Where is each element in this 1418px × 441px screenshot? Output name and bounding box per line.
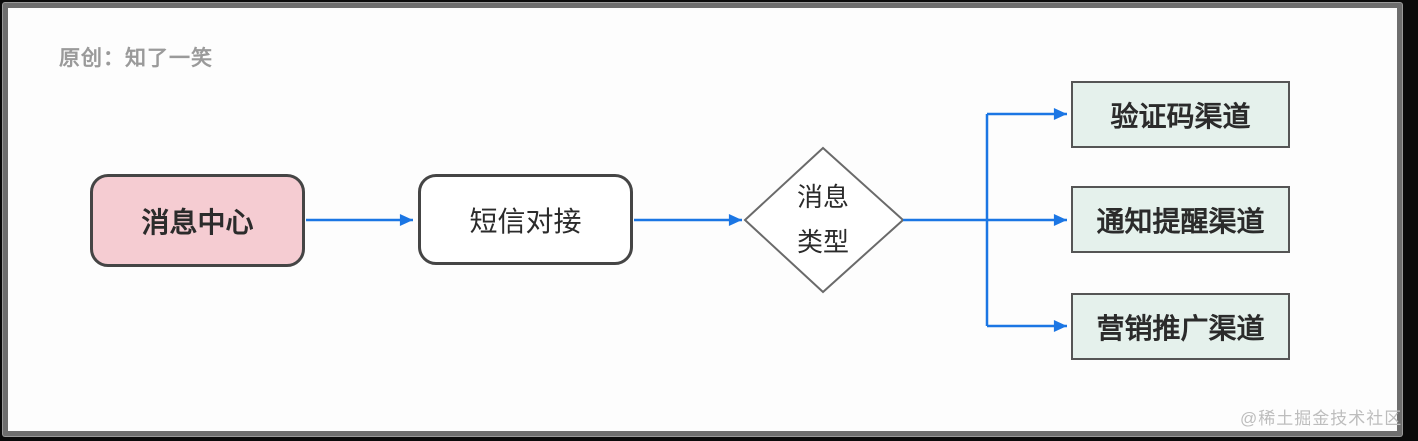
node-message-type: 消息 类型 xyxy=(763,174,883,266)
node-sms-integration-label: 短信对接 xyxy=(469,205,582,237)
node-marketing-channel: 营销推广渠道 xyxy=(1071,293,1290,360)
node-marketing-channel-label: 营销推广渠道 xyxy=(1096,312,1265,344)
node-notification-channel: 通知提醒渠道 xyxy=(1071,186,1290,253)
node-message-type-label-line2: 类型 xyxy=(796,227,849,257)
node-sms-integration: 短信对接 xyxy=(418,174,633,265)
watermark: @稀土掘金技术社区 xyxy=(1240,409,1403,428)
author-credit: 原创：知了一笑 xyxy=(59,47,213,70)
node-captcha-channel-label: 验证码渠道 xyxy=(1110,100,1251,132)
node-captcha-channel: 验证码渠道 xyxy=(1071,81,1290,148)
node-notification-channel-label: 通知提醒渠道 xyxy=(1096,205,1265,237)
node-message-type-label-line1: 消息 xyxy=(796,182,849,212)
node-message-center-label: 消息中心 xyxy=(141,206,254,238)
node-message-center: 消息中心 xyxy=(90,174,305,267)
